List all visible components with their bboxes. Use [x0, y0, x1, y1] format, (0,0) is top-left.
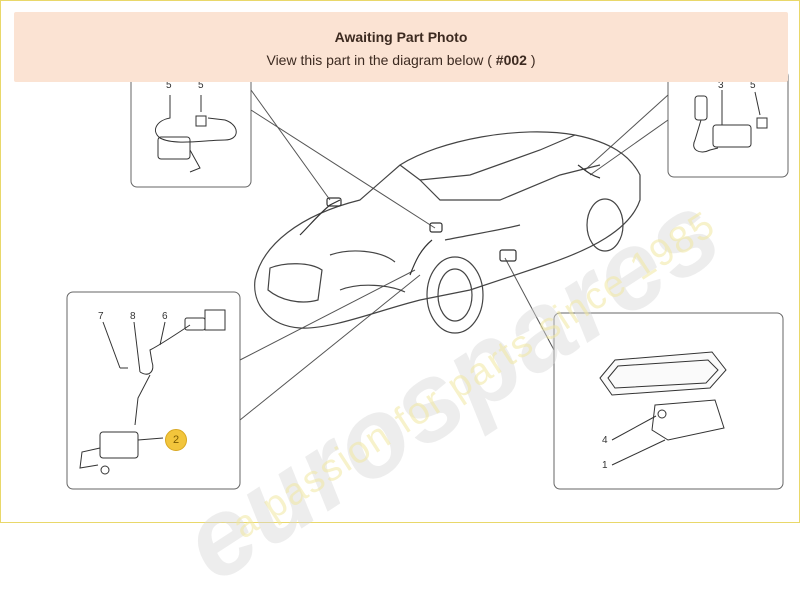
callout-bottom-left-1: 7 [98, 311, 104, 322]
callout-top-right-2: 5 [750, 80, 756, 91]
banner-title: Awaiting Part Photo [334, 29, 468, 45]
highlighted-part-callout[interactable]: 2 [165, 429, 187, 451]
detail-box-bottom-left [66, 291, 241, 490]
callout-bottom-right-1: 4 [602, 435, 608, 446]
banner-subtitle-prefix: View this part in the diagram below ( [266, 52, 496, 68]
callout-bottom-left-3: 6 [162, 311, 168, 322]
detail-box-bottom-right [553, 312, 784, 490]
detail-box-top-right [667, 69, 789, 178]
parts-exploded-diagram: 5 5 3 5 7 8 6 4 1 [66, 69, 789, 490]
callout-bottom-left-2: 8 [130, 311, 136, 322]
callout-top-left-2: 5 [198, 80, 204, 91]
callout-bottom-right-2: 1 [602, 460, 608, 471]
callout-top-left-1: 5 [166, 80, 172, 91]
banner-subtitle: View this part in the diagram below ( #0… [14, 52, 788, 68]
detail-box-top-left [130, 69, 252, 188]
awaiting-photo-banner: Awaiting Part Photo View this part in th… [14, 12, 788, 82]
banner-subtitle-suffix: ) [526, 52, 536, 68]
callout-top-right-1: 3 [718, 80, 724, 91]
part-reference[interactable]: #002 [495, 52, 527, 68]
